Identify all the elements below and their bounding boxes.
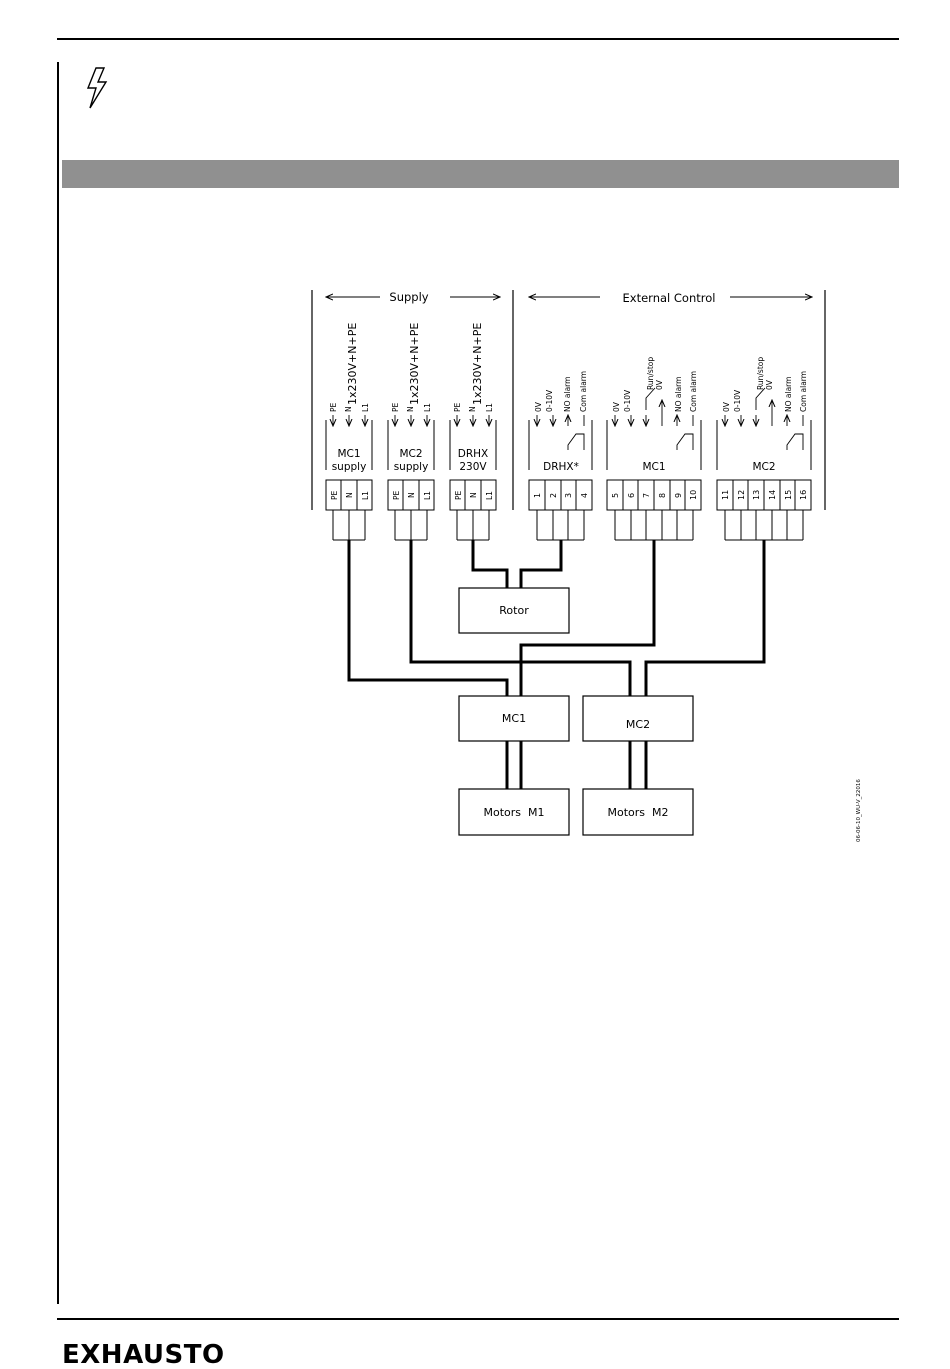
logo-text: EXHAUSTO — [62, 1340, 225, 1368]
voltage-label: 1x230V+N+PE — [471, 323, 484, 405]
strip-terminal: 7 — [642, 493, 651, 498]
terminal-label: PE — [391, 402, 400, 412]
strip-terminal: 13 — [752, 490, 761, 500]
drhx-control-label: DRHX* — [543, 461, 579, 473]
strip-terminal: 9 — [674, 493, 683, 498]
terminal-label: N — [344, 406, 353, 412]
strip-terminal: N — [345, 492, 354, 498]
strip-terminal: L1 — [361, 491, 370, 500]
exhausto-logo: EXHAUSTO — [62, 1340, 225, 1368]
mc1-box-label: MC1 — [502, 712, 526, 725]
signal-label: Run/stop — [756, 357, 765, 390]
strip-terminal: PE — [392, 490, 401, 500]
top-rule — [57, 38, 899, 40]
signal-label: 0V — [534, 401, 543, 412]
signal-label: 0-10V — [733, 389, 742, 412]
section-header-band — [62, 160, 899, 188]
strip-terminal: 2 — [549, 493, 558, 498]
mc1-supply-label: supply — [332, 461, 367, 473]
strip-terminal: 1 — [533, 493, 542, 498]
signal-label: 0V — [765, 379, 774, 390]
signal-label: NO alarm — [784, 377, 793, 412]
terminal-label: L1 — [485, 403, 494, 412]
signal-label: Com alarm — [689, 371, 698, 412]
external-control-header: External Control — [623, 291, 716, 305]
strip-terminal: L1 — [423, 491, 432, 500]
mc1-supply-label: MC1 — [337, 448, 360, 460]
terminal-label: N — [468, 406, 477, 412]
terminal-label: L1 — [423, 403, 432, 412]
terminal-label: PE — [329, 402, 338, 412]
mc2-box-label: MC2 — [626, 718, 650, 731]
strip-terminal: 12 — [737, 490, 746, 500]
voltage-label: 1x230V+N+PE — [346, 323, 359, 405]
bottom-rule — [57, 1318, 899, 1320]
signal-label: Com alarm — [799, 371, 808, 412]
strip-terminal: 3 — [564, 493, 573, 498]
motors-m1-label: Motors M1 — [484, 806, 545, 819]
signal-label: Run/stop — [646, 357, 655, 390]
drhx-supply-label: 230V — [459, 461, 487, 473]
strip-terminal: 8 — [658, 493, 667, 498]
signal-label: NO alarm — [674, 377, 683, 412]
signal-label: Com alarm — [579, 371, 588, 412]
voltage-label: 1x230V+N+PE — [408, 323, 421, 405]
strip-terminal: 16 — [799, 490, 808, 500]
terminal-label: PE — [453, 402, 462, 412]
signal-label: 0V — [722, 401, 731, 412]
strip-terminal: N — [407, 492, 416, 498]
terminal-label: L1 — [361, 403, 370, 412]
signal-label: 0V — [612, 401, 621, 412]
strip-terminal: PE — [330, 490, 339, 500]
signal-label: 0-10V — [623, 389, 632, 412]
rotor-box-label: Rotor — [499, 604, 529, 617]
strip-terminal: 11 — [721, 490, 730, 500]
motors-m2-label: Motors M2 — [608, 806, 669, 819]
strip-terminal: 10 — [689, 490, 698, 500]
mc2-supply-label: supply — [394, 461, 429, 473]
electrical-warning-icon — [86, 67, 108, 109]
drhx-supply-label: DRHX — [458, 448, 488, 460]
terminal-label: N — [406, 406, 415, 412]
left-rule — [57, 62, 59, 1304]
mc2-supply-label: MC2 — [399, 448, 422, 460]
supply-header: Supply — [389, 290, 428, 304]
strip-terminal: 14 — [768, 490, 777, 500]
strip-terminal: L1 — [485, 491, 494, 500]
drawing-number: 06-06-10_WU-V_22016 — [856, 779, 862, 842]
strip-terminal: 6 — [627, 493, 636, 498]
signal-label: 0V — [655, 379, 664, 390]
strip-terminal: N — [469, 492, 478, 498]
signal-label: NO alarm — [563, 377, 572, 412]
mc2-control-label: MC2 — [752, 461, 775, 473]
strip-terminal: 15 — [784, 490, 793, 500]
strip-terminal: 5 — [611, 493, 620, 498]
signal-label: 0-10V — [545, 389, 554, 412]
strip-terminal: 4 — [580, 493, 589, 498]
strip-terminal: PE — [454, 490, 463, 500]
mc1-control-label: MC1 — [642, 461, 665, 473]
